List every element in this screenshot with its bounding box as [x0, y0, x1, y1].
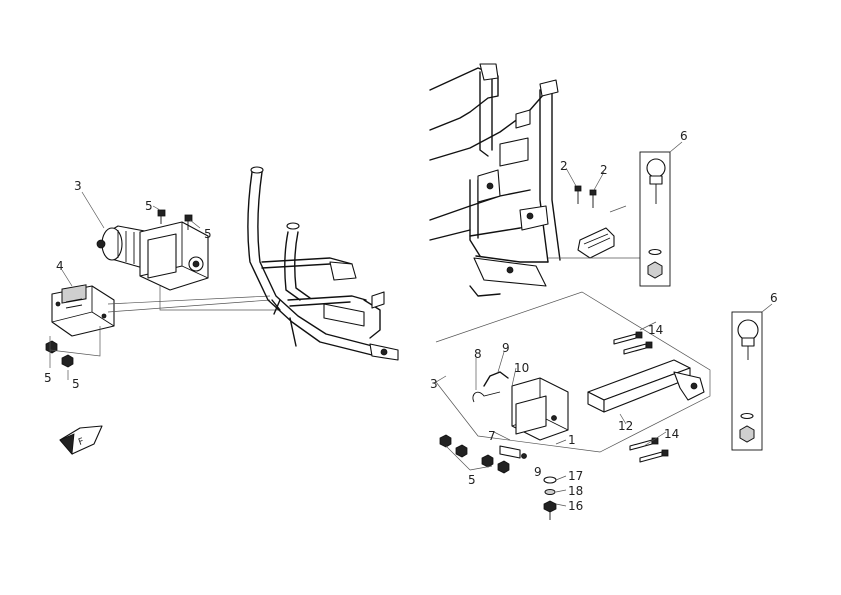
callout-5: 5	[204, 227, 212, 241]
hitch-ball-kit-bottom	[731, 303, 773, 451]
callout-5: 5	[468, 473, 476, 487]
callout-9: 9	[534, 465, 542, 479]
callout-labels: 3 5 5 4 5 5 2 2 6 6 14 14 3 8 9 10 7 1 1…	[44, 129, 778, 513]
callout-1: 1	[568, 433, 576, 447]
callout-5: 5	[44, 371, 52, 385]
winch-assembly	[45, 191, 280, 380]
front-bumper-frame	[247, 166, 399, 361]
hitch-receiver	[435, 291, 711, 520]
callout-6: 6	[770, 291, 778, 305]
hitch-nut	[439, 434, 527, 474]
callout-4: 4	[56, 259, 64, 273]
rear-frame	[429, 63, 561, 297]
callout-12: 12	[618, 419, 633, 433]
winch-motor	[96, 225, 151, 271]
front-direction-icon: F	[59, 425, 103, 455]
fairlead-nut	[45, 340, 74, 368]
callout-14: 14	[664, 427, 679, 441]
fairlead	[51, 284, 115, 337]
callout-18: 18	[568, 484, 583, 498]
callout-6: 6	[680, 129, 688, 143]
callout-2: 2	[560, 159, 568, 173]
callout-3: 3	[74, 179, 82, 193]
hitch-bolt	[613, 331, 669, 463]
winch-housing	[139, 221, 209, 291]
hitch-ball-kit-top	[639, 141, 683, 287]
winch-bolt	[157, 209, 193, 230]
callout-5: 5	[145, 199, 153, 213]
callout-2: 2	[600, 163, 608, 177]
callout-8: 8	[474, 347, 482, 361]
bottom-bolt-stack	[543, 476, 557, 520]
callout-16: 16	[568, 499, 583, 513]
callout-9: 9	[502, 341, 510, 355]
callout-10: 10	[514, 361, 529, 375]
rear-step	[548, 167, 640, 259]
callout-5: 5	[72, 377, 80, 391]
callout-7: 7	[488, 429, 496, 443]
svg-text:F: F	[77, 437, 85, 448]
callout-17: 17	[568, 469, 583, 483]
callout-3: 3	[430, 377, 438, 391]
callout-14: 14	[648, 323, 663, 337]
